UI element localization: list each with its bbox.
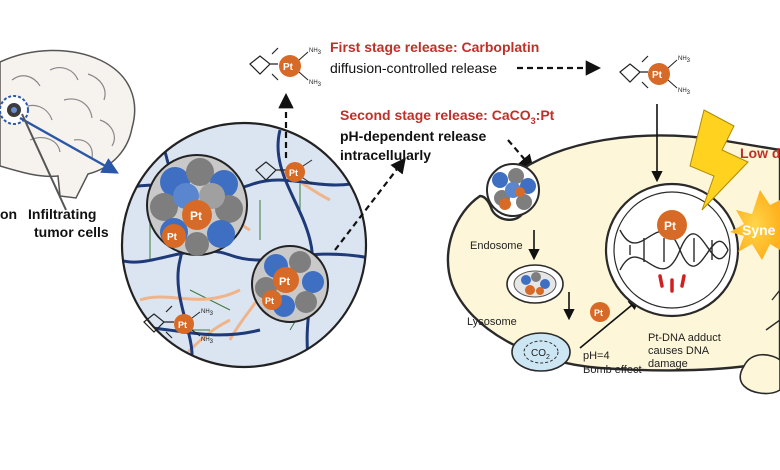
endocytic-vesicle xyxy=(486,163,540,217)
nanoparticle-cluster-1: Pt Pt xyxy=(146,154,248,256)
nh3-label-5: NH3 xyxy=(678,56,691,64)
pt-label-2: Pt xyxy=(167,232,178,243)
second-stage-desc-1: pH-dependent release xyxy=(340,128,486,144)
endosome-label: Endosome xyxy=(470,240,523,252)
lysosome: CO2 xyxy=(511,332,571,372)
pt-particle-3 xyxy=(273,267,299,293)
synergy-burst xyxy=(730,190,780,260)
nh3-label-3: NH3 xyxy=(309,48,322,56)
pt-particle-2 xyxy=(162,224,186,248)
free-pt-ion: Pt xyxy=(590,302,610,322)
pt-label-4: Pt xyxy=(265,296,274,306)
pt-label-6: Pt xyxy=(178,320,187,330)
dna-helix xyxy=(619,229,729,271)
second-stage-title: Second stage release: CaCO3:Pt xyxy=(340,107,555,126)
bomb-effect-label: Bomb effect xyxy=(583,364,642,376)
endosome xyxy=(506,264,564,304)
carboplatin-molecule-inside: Pt xyxy=(255,159,313,185)
pt-label-9: Pt xyxy=(594,308,603,318)
second-stage-desc-2: intracellularly xyxy=(340,147,431,163)
first-stage-desc: diffusion-controlled release xyxy=(330,60,497,76)
nh3-label-6: NH3 xyxy=(678,88,691,96)
pt-label-3: Pt xyxy=(279,276,290,288)
co2-label: CO2 xyxy=(531,348,550,361)
radiation-lightning xyxy=(689,109,749,211)
carboplatin-molecule-right: Pt NH3 NH3 xyxy=(619,55,691,96)
cell-debris xyxy=(739,289,780,395)
hydrogel-matrix xyxy=(120,121,368,369)
nucleus: Pt xyxy=(604,182,740,318)
low-dose-label: Low d xyxy=(740,145,780,161)
pt-label-7: Pt xyxy=(283,62,294,73)
brain-illustration xyxy=(0,49,136,211)
pt-label-10: Pt xyxy=(664,219,676,233)
carboplatin-molecule-bottom: Pt NH3 NH3 xyxy=(143,305,214,345)
nh3-label-1: NH3 xyxy=(201,309,214,317)
nh3-label-4: NH3 xyxy=(309,80,322,88)
adduct-label-2: causes DNA xyxy=(648,345,710,357)
adduct-label-3: damage xyxy=(648,358,688,370)
first-stage-title: First stage release: Carboplatin xyxy=(330,39,539,55)
pt-particle-4 xyxy=(262,290,282,310)
carboplatin-molecule-top: Pt NH3 NH3 xyxy=(249,47,322,88)
tumor-cells-label: tumor cells xyxy=(34,224,109,240)
pt-particle-1 xyxy=(182,200,212,230)
infiltrating-label: Infiltrating xyxy=(28,206,96,222)
infiltrating-prefix: on xyxy=(0,206,17,222)
lysosome-label: Lysosome xyxy=(467,316,517,328)
pt-label-8: Pt xyxy=(652,70,663,81)
ph-label: pH=4 xyxy=(583,350,610,362)
synergy-label: Syne xyxy=(742,222,776,238)
adduct-label-1: Pt-DNA adduct xyxy=(648,332,721,344)
release-arrows xyxy=(278,60,602,251)
pt-label-5: Pt xyxy=(289,168,298,178)
nh3-label-2: NH3 xyxy=(201,337,214,345)
pt-label-1: Pt xyxy=(190,209,202,223)
nanoparticle-cluster-2: Pt Pt xyxy=(251,245,329,323)
